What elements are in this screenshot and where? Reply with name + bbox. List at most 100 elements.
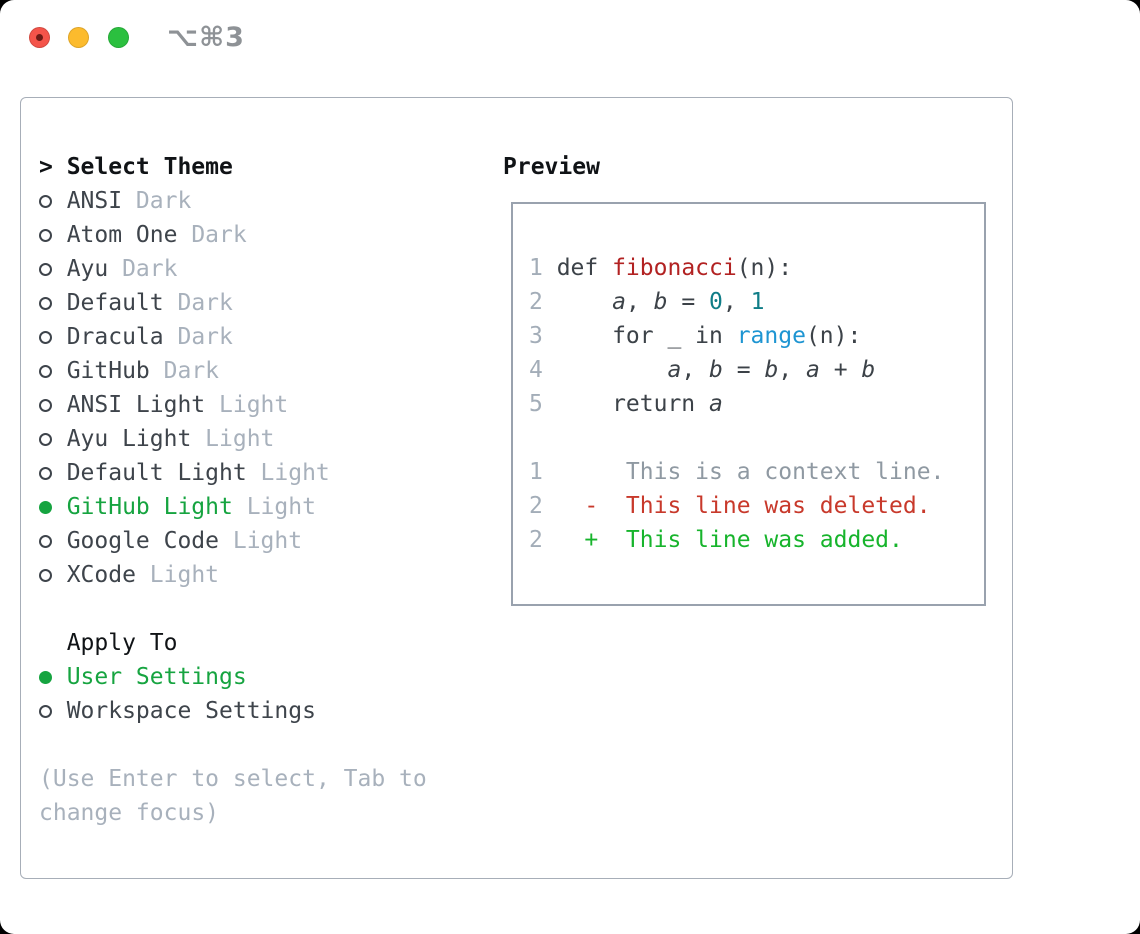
apply-option-user-settings[interactable]: User Settings — [39, 660, 427, 694]
theme-name: Dracula — [66, 324, 164, 350]
spacer — [39, 592, 427, 626]
zoom-button[interactable] — [108, 27, 129, 48]
code-segment: , — [625, 289, 654, 315]
code-segment: range — [736, 323, 806, 349]
code-segment: = — [667, 289, 710, 315]
code-segment — [557, 357, 668, 383]
radio-icon — [39, 228, 52, 242]
theme-name: ANSI — [66, 188, 123, 214]
unsaved-dot-icon — [36, 34, 43, 41]
apply-to-header: Apply To — [39, 626, 427, 660]
close-button[interactable] — [29, 27, 50, 48]
theme-name: Ayu — [66, 256, 109, 282]
apply-option-workspace-settings[interactable]: Workspace Settings — [39, 694, 427, 728]
code-segment: b — [709, 357, 723, 383]
section-title: Apply To — [66, 630, 178, 656]
code-segment: , — [681, 357, 710, 383]
theme-name: GitHub — [66, 358, 150, 384]
radio-selected-icon — [39, 670, 52, 684]
hint-text-line-1: (Use Enter to select, Tab to — [39, 766, 427, 792]
line-number: 1 — [529, 459, 543, 485]
theme-option-atom-one-dark[interactable]: Atom One Dark — [39, 218, 427, 252]
apply-option-label: User Settings — [66, 664, 247, 690]
code-segment: + This line was added. — [556, 527, 903, 553]
line-number: 4 — [529, 357, 543, 383]
code-segment: 1 — [750, 289, 765, 315]
theme-variant: Dark — [122, 256, 178, 282]
radio-icon — [39, 466, 52, 480]
code-segment: , — [722, 289, 751, 315]
theme-variant: Light — [149, 562, 220, 588]
theme-variant: Light — [232, 528, 303, 554]
diff-deleted-line: 2 - This line was deleted. — [529, 489, 984, 523]
code-segment — [557, 289, 612, 315]
code-segment: - This line was deleted. — [556, 493, 931, 519]
diff-added-line: 2 + This line was added. — [529, 523, 984, 557]
theme-variant: Light — [219, 392, 289, 418]
code-segment: , — [778, 357, 806, 383]
code-segment: b — [861, 357, 876, 383]
code-segment: = — [722, 357, 765, 383]
code-segment: a — [806, 357, 820, 383]
theme-variant: Light — [260, 460, 330, 486]
code-segment: def — [556, 255, 613, 281]
theme-name: Atom One — [66, 222, 178, 248]
radio-icon — [39, 534, 52, 548]
prompt-icon: > — [39, 154, 53, 180]
theme-variant: Light — [205, 426, 275, 452]
theme-name: ANSI Light — [66, 392, 206, 418]
minimize-button[interactable] — [68, 27, 89, 48]
radio-icon — [39, 568, 52, 582]
radio-icon — [39, 296, 52, 310]
theme-variant: Light — [246, 494, 316, 520]
select-theme-header: > Select Theme — [39, 150, 427, 184]
theme-name: Default Light — [66, 460, 247, 486]
line-number: 1 — [529, 255, 543, 281]
line-number: 3 — [529, 323, 543, 349]
theme-option-ansi-light[interactable]: ANSI Light Light — [39, 388, 427, 422]
page-title: Select Theme — [66, 154, 233, 180]
theme-variant: Dark — [177, 324, 233, 350]
theme-option-ayu-dark[interactable]: Ayu Dark — [39, 252, 427, 286]
code-segment: a — [612, 289, 626, 315]
code-segment: for _ in — [556, 323, 737, 349]
radio-icon — [39, 194, 52, 208]
theme-variant: Dark — [135, 188, 192, 214]
radio-icon — [39, 704, 52, 718]
theme-option-github-light[interactable]: GitHub Light Light — [39, 490, 427, 524]
theme-option-ansi-dark[interactable]: ANSI Dark — [39, 184, 427, 218]
theme-name: Ayu Light — [66, 426, 192, 452]
code-line: 5 return a — [529, 387, 984, 421]
line-number: 2 — [529, 289, 543, 315]
theme-option-dracula-dark[interactable]: Dracula Dark — [39, 320, 427, 354]
code-segment: This is a context line. — [556, 459, 945, 485]
theme-name: GitHub Light — [66, 494, 233, 520]
radio-selected-icon — [39, 500, 52, 514]
code-segment: b — [764, 357, 779, 383]
radio-icon — [39, 364, 52, 378]
theme-option-xcode[interactable]: XCode Light — [39, 558, 427, 592]
window-shortcut-label: ⌥⌘3 — [167, 22, 245, 53]
preview-title: Preview — [503, 154, 600, 180]
theme-name: XCode — [66, 562, 136, 588]
spacer — [39, 728, 427, 762]
code-segment: b — [653, 289, 668, 315]
apply-option-label: Workspace Settings — [66, 698, 316, 724]
theme-option-ayu-light[interactable]: Ayu Light Light — [39, 422, 427, 456]
theme-variant: Dark — [163, 358, 220, 384]
hint-text-line-2: change focus) — [39, 800, 220, 826]
theme-variant: Dark — [191, 222, 247, 248]
code-line: 3 for _ in range(n): — [529, 319, 984, 353]
code-segment: 0 — [709, 289, 723, 315]
theme-option-github-dark[interactable]: GitHub Dark — [39, 354, 427, 388]
code-line: 2 a, b = 0, 1 — [529, 285, 984, 319]
code-segment: (n): — [805, 323, 862, 349]
code-line-blank — [529, 421, 984, 455]
theme-option-default-light[interactable]: Default Light Light — [39, 456, 427, 490]
